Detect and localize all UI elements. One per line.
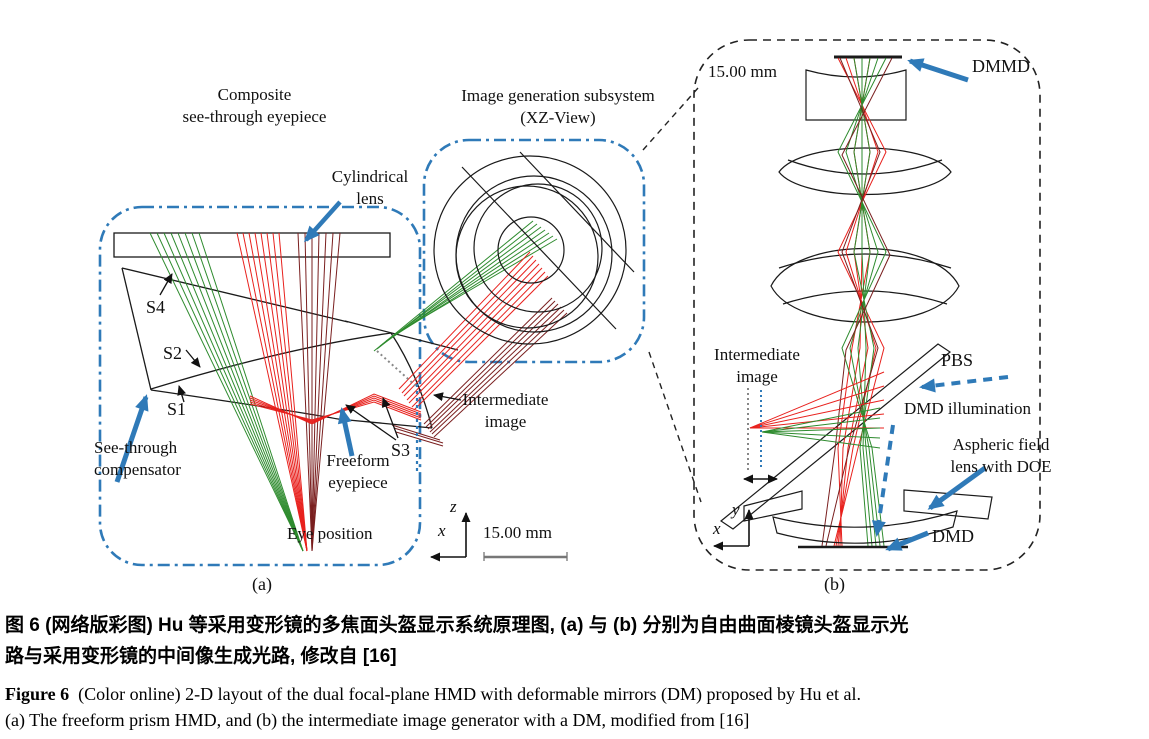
label-s3: S3 bbox=[391, 440, 411, 460]
green-ray-bundle-b bbox=[837, 57, 887, 547]
panel-b-boundary-box bbox=[693, 39, 1041, 571]
label-dmd-illumination: DMD illumination bbox=[904, 399, 1032, 418]
s4-arrow bbox=[159, 273, 173, 296]
image-gen-boundary-box bbox=[422, 138, 646, 364]
pointer-arrows-a bbox=[159, 273, 462, 441]
label-intermediate-image-a: Intermediate image bbox=[462, 390, 549, 431]
label-see-through-compensator: See-through compensator bbox=[94, 438, 181, 479]
intermediate-image-arrow-a bbox=[433, 392, 462, 402]
label-dmd: DMD bbox=[932, 526, 975, 546]
label-scale-b: 15.00 mm bbox=[708, 62, 777, 81]
label-cylindrical-lens: Cylindrical lens bbox=[331, 167, 409, 208]
blue-arrows-a bbox=[114, 200, 355, 483]
cylindrical-lens-arrow bbox=[303, 200, 342, 243]
caption-chinese: 图 6 (网络版彩图) Hu 等采用变形镜的多焦面头盔显示系统原理图, (a) … bbox=[5, 610, 1145, 672]
lens-3-inner-1 bbox=[778, 253, 952, 269]
label-composite-eyepiece: Composite see-through eyepiece bbox=[182, 85, 327, 126]
caption-figure-number: Figure 6 bbox=[5, 684, 70, 704]
label-y-axis-b: y bbox=[732, 500, 740, 519]
green-fan-prism-to-subsystem bbox=[373, 220, 558, 352]
dotted-image-plane-a bbox=[376, 350, 418, 388]
lens-3 bbox=[770, 247, 960, 323]
image-gen-subsystem-lenses bbox=[433, 151, 635, 345]
red-ray-bundle-b bbox=[833, 57, 887, 547]
cylindrical-lens-outline bbox=[113, 232, 391, 258]
dark-red-ray-bundle-a bbox=[297, 232, 341, 552]
label-dmmd: DMMD bbox=[972, 56, 1031, 76]
label-image-gen-subsystem: Image generation subsystem (XZ-View) bbox=[461, 86, 655, 127]
label-panel-b-tag: (b) bbox=[824, 574, 845, 594]
field-lens-right-wing bbox=[903, 489, 993, 520]
dark-red-ray-bundle-b bbox=[821, 57, 893, 547]
aspheric-field-lens-group bbox=[743, 489, 993, 544]
label-s2: S2 bbox=[163, 343, 183, 363]
axes-b bbox=[713, 509, 754, 551]
lens-1 bbox=[805, 69, 907, 121]
caption-en-line1: Figure 6 (Color online) 2-D layout of th… bbox=[5, 684, 861, 704]
label-scale-a: 15.00 mm bbox=[483, 523, 552, 542]
label-freeform-eyepiece: Freeform eyepiece bbox=[326, 451, 390, 492]
dmd-illumination-path bbox=[871, 375, 1009, 537]
red-ray-bundle-a bbox=[236, 232, 308, 552]
caption-zh-line2: 路与采用变形镜的中间像生成光路, 修改自 [16] bbox=[5, 646, 397, 667]
aspheric-lens-arrow bbox=[927, 465, 987, 511]
label-z-axis-a: z bbox=[450, 497, 457, 516]
scale-bar-a bbox=[483, 552, 568, 561]
caption-zh-line1: 图 6 (网络版彩图) Hu 等采用变形镜的多焦面头盔显示系统原理图, (a) … bbox=[5, 615, 909, 636]
lens-2-inner bbox=[787, 159, 943, 175]
axes-a bbox=[430, 512, 471, 562]
s3-arrow-1 bbox=[381, 397, 399, 439]
dark-red-fan-subsystem-to-s3 bbox=[391, 297, 568, 447]
blue-arrows-b bbox=[885, 58, 987, 552]
label-x-axis-a: x bbox=[438, 521, 446, 540]
pbs-slab bbox=[719, 343, 952, 530]
green-fan-intermediate-b bbox=[761, 407, 881, 449]
caption-english: Figure 6 (Color online) 2-D layout of th… bbox=[5, 681, 1145, 733]
label-pbs: PBS bbox=[941, 350, 974, 370]
label-panel-a-tag: (a) bbox=[252, 574, 272, 594]
label-aspheric-field-lens: Aspheric field lens with DOE bbox=[950, 435, 1052, 476]
lens-2 bbox=[778, 147, 952, 195]
label-x-axis-b: x bbox=[713, 519, 721, 538]
red-fan-subsystem-to-intermediate bbox=[398, 251, 549, 411]
dmmd-arrow bbox=[907, 58, 969, 83]
label-eye-position: Eye position bbox=[287, 524, 373, 543]
green-ray-bundle-a bbox=[149, 232, 304, 552]
figure-caption: 图 6 (网络版彩图) Hu 等采用变形镜的多焦面头盔显示系统原理图, (a) … bbox=[5, 610, 1145, 733]
freeform-eyepiece-arrow bbox=[337, 407, 355, 457]
eyepiece-boundary-box bbox=[98, 205, 422, 567]
dmd-arrow bbox=[885, 530, 929, 552]
see-through-compensator-arrow bbox=[114, 394, 149, 483]
red-zigzag-in-prism bbox=[249, 393, 422, 425]
label-s1: S1 bbox=[167, 399, 187, 419]
field-lens-meniscus bbox=[772, 510, 958, 544]
caption-en-line2: (a) The freeform prism HMD, and (b) the … bbox=[5, 710, 750, 730]
field-lens-left-wing bbox=[743, 490, 803, 522]
s3-arrow-2 bbox=[345, 404, 397, 441]
callout-connectors bbox=[642, 87, 702, 503]
relay-lens-group bbox=[770, 69, 960, 323]
label-s4: S4 bbox=[146, 297, 166, 317]
s1-arrow bbox=[177, 385, 186, 403]
label-intermediate-image-b: Intermediate image bbox=[714, 345, 800, 386]
s2-arrow bbox=[185, 349, 201, 368]
optical-layout-drawing bbox=[98, 39, 1041, 571]
